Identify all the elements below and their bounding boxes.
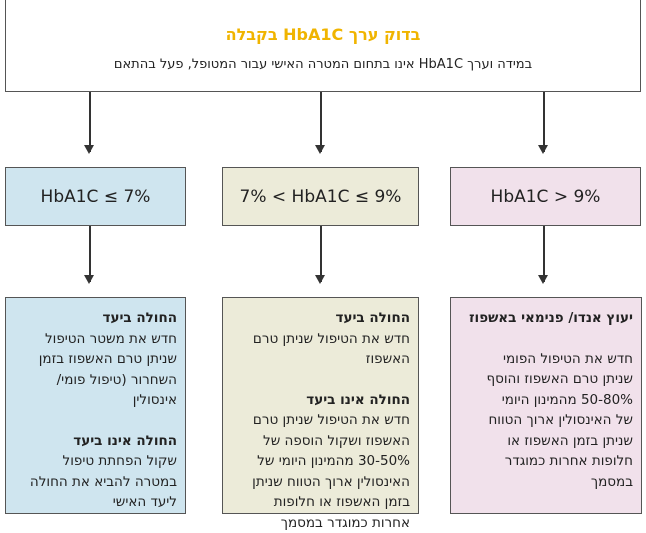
start-subtitle: במידה וערך HbA1C אינו בתחום המטרה האישי …	[6, 57, 640, 72]
heading-off-target: החולה אינו ביעד	[231, 390, 410, 411]
start-box: בדוק ערך HbA1C בקבלה במידה וערך HbA1C אי…	[5, 0, 641, 92]
action-box-mid: החולה ביעד חדש את הטיפול שניתן טרם האשפו…	[222, 297, 419, 514]
heading-consult: יעוץ אנדו/ פנימאי באשפוז	[459, 308, 633, 329]
condition-mid: 7% < HbA1C ≤ 9%	[222, 167, 419, 226]
condition-low: HbA1C ≤ 7%	[5, 167, 186, 226]
line: שניתן טרם האשפוז בזמן	[14, 349, 177, 370]
line: שניתן בזמן האשפוז או	[459, 431, 633, 452]
line: במסמך	[459, 472, 633, 493]
heading-on-target: החולה ביעד	[231, 308, 410, 329]
line: האינסולין ארוך הטווח שניתן	[231, 472, 410, 493]
arrow-down-icon	[320, 92, 322, 152]
arrow-down-icon	[543, 92, 545, 152]
line: בזמן האשפוז או חלופות	[231, 492, 410, 513]
condition-label: HbA1C ≤ 7%	[41, 187, 151, 207]
line: ליעד האישי	[14, 492, 177, 513]
heading-off-target: החולה אינו ביעד	[14, 431, 177, 452]
line: 50-80% מהמינון היומי	[459, 390, 633, 411]
line: חלופות אחרות כמוגדר	[459, 451, 633, 472]
arrow-down-icon	[543, 226, 545, 282]
line: האשפוז	[231, 349, 410, 370]
line: האשפוז ושקול הוספה של	[231, 431, 410, 452]
arrow-down-icon	[320, 226, 322, 282]
arrow-down-icon	[89, 226, 91, 282]
line: שקול הפחתת טיפול	[14, 451, 177, 472]
line: אינסולין	[14, 390, 177, 411]
condition-high: HbA1C > 9%	[450, 167, 641, 226]
line: חדש את הטיפול שניתן טרם	[231, 329, 410, 350]
line: של האינסולין ארוך הטווח	[459, 410, 633, 431]
line: אחרות כמוגדר במסמך	[231, 513, 410, 533]
condition-label: HbA1C > 9%	[491, 187, 601, 207]
line: חדש את משטר הטיפול	[14, 329, 177, 350]
line: 30-50% מהמינון היומי של	[231, 451, 410, 472]
heading-on-target: החולה ביעד	[14, 308, 177, 329]
start-title: בדוק ערך HbA1C בקבלה	[6, 25, 640, 44]
line: חדש את הטיפול שניתן טרם	[231, 410, 410, 431]
arrow-down-icon	[89, 92, 91, 152]
condition-label: 7% < HbA1C ≤ 9%	[240, 187, 402, 207]
action-box-low: החולה ביעד חדש את משטר הטיפול שניתן טרם …	[5, 297, 186, 514]
action-box-high: יעוץ אנדו/ פנימאי באשפוז חדש את הטיפול ה…	[450, 297, 642, 514]
line: במטרה להביא את החולה	[14, 472, 177, 493]
line: חדש את הטיפול הפומי	[459, 349, 633, 370]
line: השחרור (טיפול פומי/	[14, 370, 177, 391]
line: שניתן טרם האשפוז והוסף	[459, 369, 633, 390]
